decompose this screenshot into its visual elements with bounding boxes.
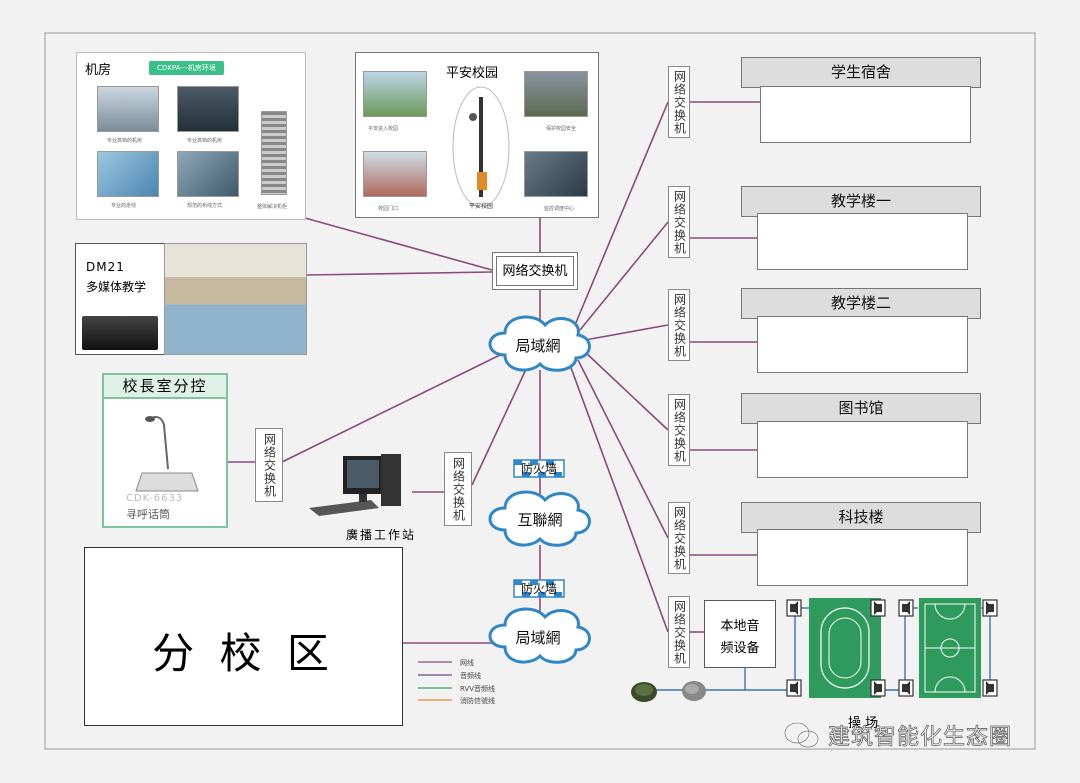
server-room-caption-5: 整体解决机柜 (257, 204, 288, 210)
building-switch-6: 网络交换机 (668, 596, 690, 668)
microphone-model: CDK-6633 (126, 493, 184, 504)
cloud-lan-top-label: 局域網 (515, 337, 560, 355)
building-title-library: 图书馆 (741, 393, 981, 424)
server-rack-image (261, 111, 287, 195)
principal-switch: 网络交换机 (255, 428, 283, 502)
classroom-photo (164, 243, 307, 355)
safe-campus-title: 平安校园 (446, 66, 499, 81)
branch-campus-label: 分 校 区 (152, 629, 335, 678)
branch-campus-box: 分 校 区 (84, 547, 403, 726)
server-room-title: 机房 (85, 63, 112, 78)
legend-swatches (418, 661, 452, 701)
safe-campus-photo-1 (363, 71, 427, 117)
microphone-name: 寻呼话筒 (126, 508, 170, 521)
legend-label-2: 音频线 (460, 671, 481, 680)
safe-campus-caption-1: 平安进入校园 (368, 126, 399, 132)
legend-label-1: 网线 (460, 658, 474, 667)
building-body-teaching-1 (757, 213, 968, 270)
paging-microphone-graphic (135, 416, 199, 492)
computer-workstation-graphic (309, 454, 401, 516)
legend-labels: 网线 音频线 RVV音频线 消防信號线 (460, 658, 495, 705)
speaker-cabinet-image (82, 316, 158, 350)
firewall-top: 防火墙 (513, 459, 565, 478)
cloud-lan-bottom-label: 局域網 (515, 629, 560, 647)
cloud-internet-label: 互聯網 (517, 511, 562, 529)
legend-label-4: 消防信號线 (460, 696, 495, 705)
safe-campus-caption-3: 校园门口 (378, 206, 399, 212)
safe-campus-photo-2 (524, 71, 588, 117)
server-room-badge: CDKPA---机房环境 (149, 61, 224, 75)
playground-label: 操 场 (848, 716, 879, 731)
audio-device-line2: 频设备 (720, 641, 760, 656)
safe-campus-caption-2: 保护校园安全 (546, 126, 577, 132)
building-switch-2: 网络交换机 (668, 186, 690, 258)
wechat-icon (784, 722, 819, 748)
watermark: 建筑智能化生态圈 (782, 719, 1012, 751)
firewall-top-label: 防火墙 (521, 461, 557, 476)
server-room-caption-3: 专业的走线 (111, 203, 137, 209)
camera-pole-graphic (452, 86, 510, 207)
safe-campus-photo-3 (363, 151, 427, 197)
safe-campus-caption-4: 监控调度中心 (544, 206, 575, 212)
dm21-model: DM21 (86, 260, 125, 274)
server-room-caption-1: 专业高档的机房 (107, 138, 143, 144)
building-switch-5: 网络交换机 (668, 502, 690, 574)
firewall-bottom: 防火墙 (513, 579, 565, 598)
link-sw6 (569, 364, 669, 633)
central-switch-label: 网络交换机 (496, 256, 574, 286)
building-body-science (757, 529, 968, 586)
dm21-panel: DM21 多媒体教学 (75, 243, 165, 355)
server-room-panel: 机房 CDKPA---机房环境 专业高档的机房 专业高档的机房 专业的走线 规范… (76, 52, 306, 220)
building-body-library (757, 421, 968, 478)
cloud-internet: 互聯網 (488, 490, 591, 547)
building-switch-3: 网络交换机 (668, 289, 690, 361)
workstation-label: 廣播工作站 (346, 528, 417, 542)
link-workstation (471, 364, 529, 486)
cloud-lan-top: 局域網 (488, 315, 591, 372)
cloud-lan-bottom: 局域網 (488, 607, 591, 664)
building-title-teaching-2: 教学楼二 (741, 288, 981, 319)
legend-label-3: RVV音频线 (460, 684, 495, 693)
garden-speakers-graphic (631, 681, 706, 702)
building-body-teaching-2 (757, 316, 968, 373)
link-sw3 (584, 324, 669, 341)
link-dm21 (304, 271, 493, 276)
link-sw5 (577, 359, 669, 539)
link-sw4 (584, 351, 669, 431)
outer-frame (44, 32, 1036, 750)
server-room-photo-1 (97, 86, 159, 132)
central-network-switch: 网络交换机 (492, 252, 578, 290)
link-principal (281, 354, 501, 463)
building-switch-4: 网络交换机 (668, 394, 690, 466)
link-sw2 (579, 221, 669, 331)
local-audio-device: 本地音 频设备 (704, 600, 776, 668)
server-room-caption-4: 规范的布线方式 (187, 203, 223, 209)
playground-graphic (786, 598, 998, 698)
network-links (228, 101, 760, 644)
link-jifang (304, 217, 493, 271)
principal-office-title: 校長室分控 (102, 373, 228, 399)
safe-campus-panel: 平安校园 平安校园 平安进入校园 保护校园安全 校园门口 监控调度中心 (355, 52, 599, 218)
building-body-dormitory (760, 86, 971, 143)
link-sw1 (574, 101, 669, 326)
server-room-photo-3 (97, 151, 159, 197)
watermark-text: 建筑智能化生态圈 (828, 725, 1013, 751)
dm21-description: 多媒体教学 (86, 280, 147, 294)
building-switch-1: 网络交换机 (668, 66, 690, 138)
server-room-photo-2 (177, 86, 239, 132)
building-title-dormitory: 学生宿舍 (741, 57, 981, 88)
server-room-photo-4 (177, 151, 239, 197)
audio-device-line1: 本地音 (720, 619, 760, 634)
pole-caption: 平安校园 (469, 203, 494, 210)
principal-office-panel: 校長室分控 CDK-6633 寻呼话筒 (102, 373, 228, 528)
firewall-bottom-label: 防火墙 (521, 581, 557, 596)
safe-campus-photo-4 (524, 151, 588, 197)
workstation-switch: 网络交换机 (444, 452, 472, 526)
server-room-caption-2: 专业高档的机房 (187, 138, 223, 144)
